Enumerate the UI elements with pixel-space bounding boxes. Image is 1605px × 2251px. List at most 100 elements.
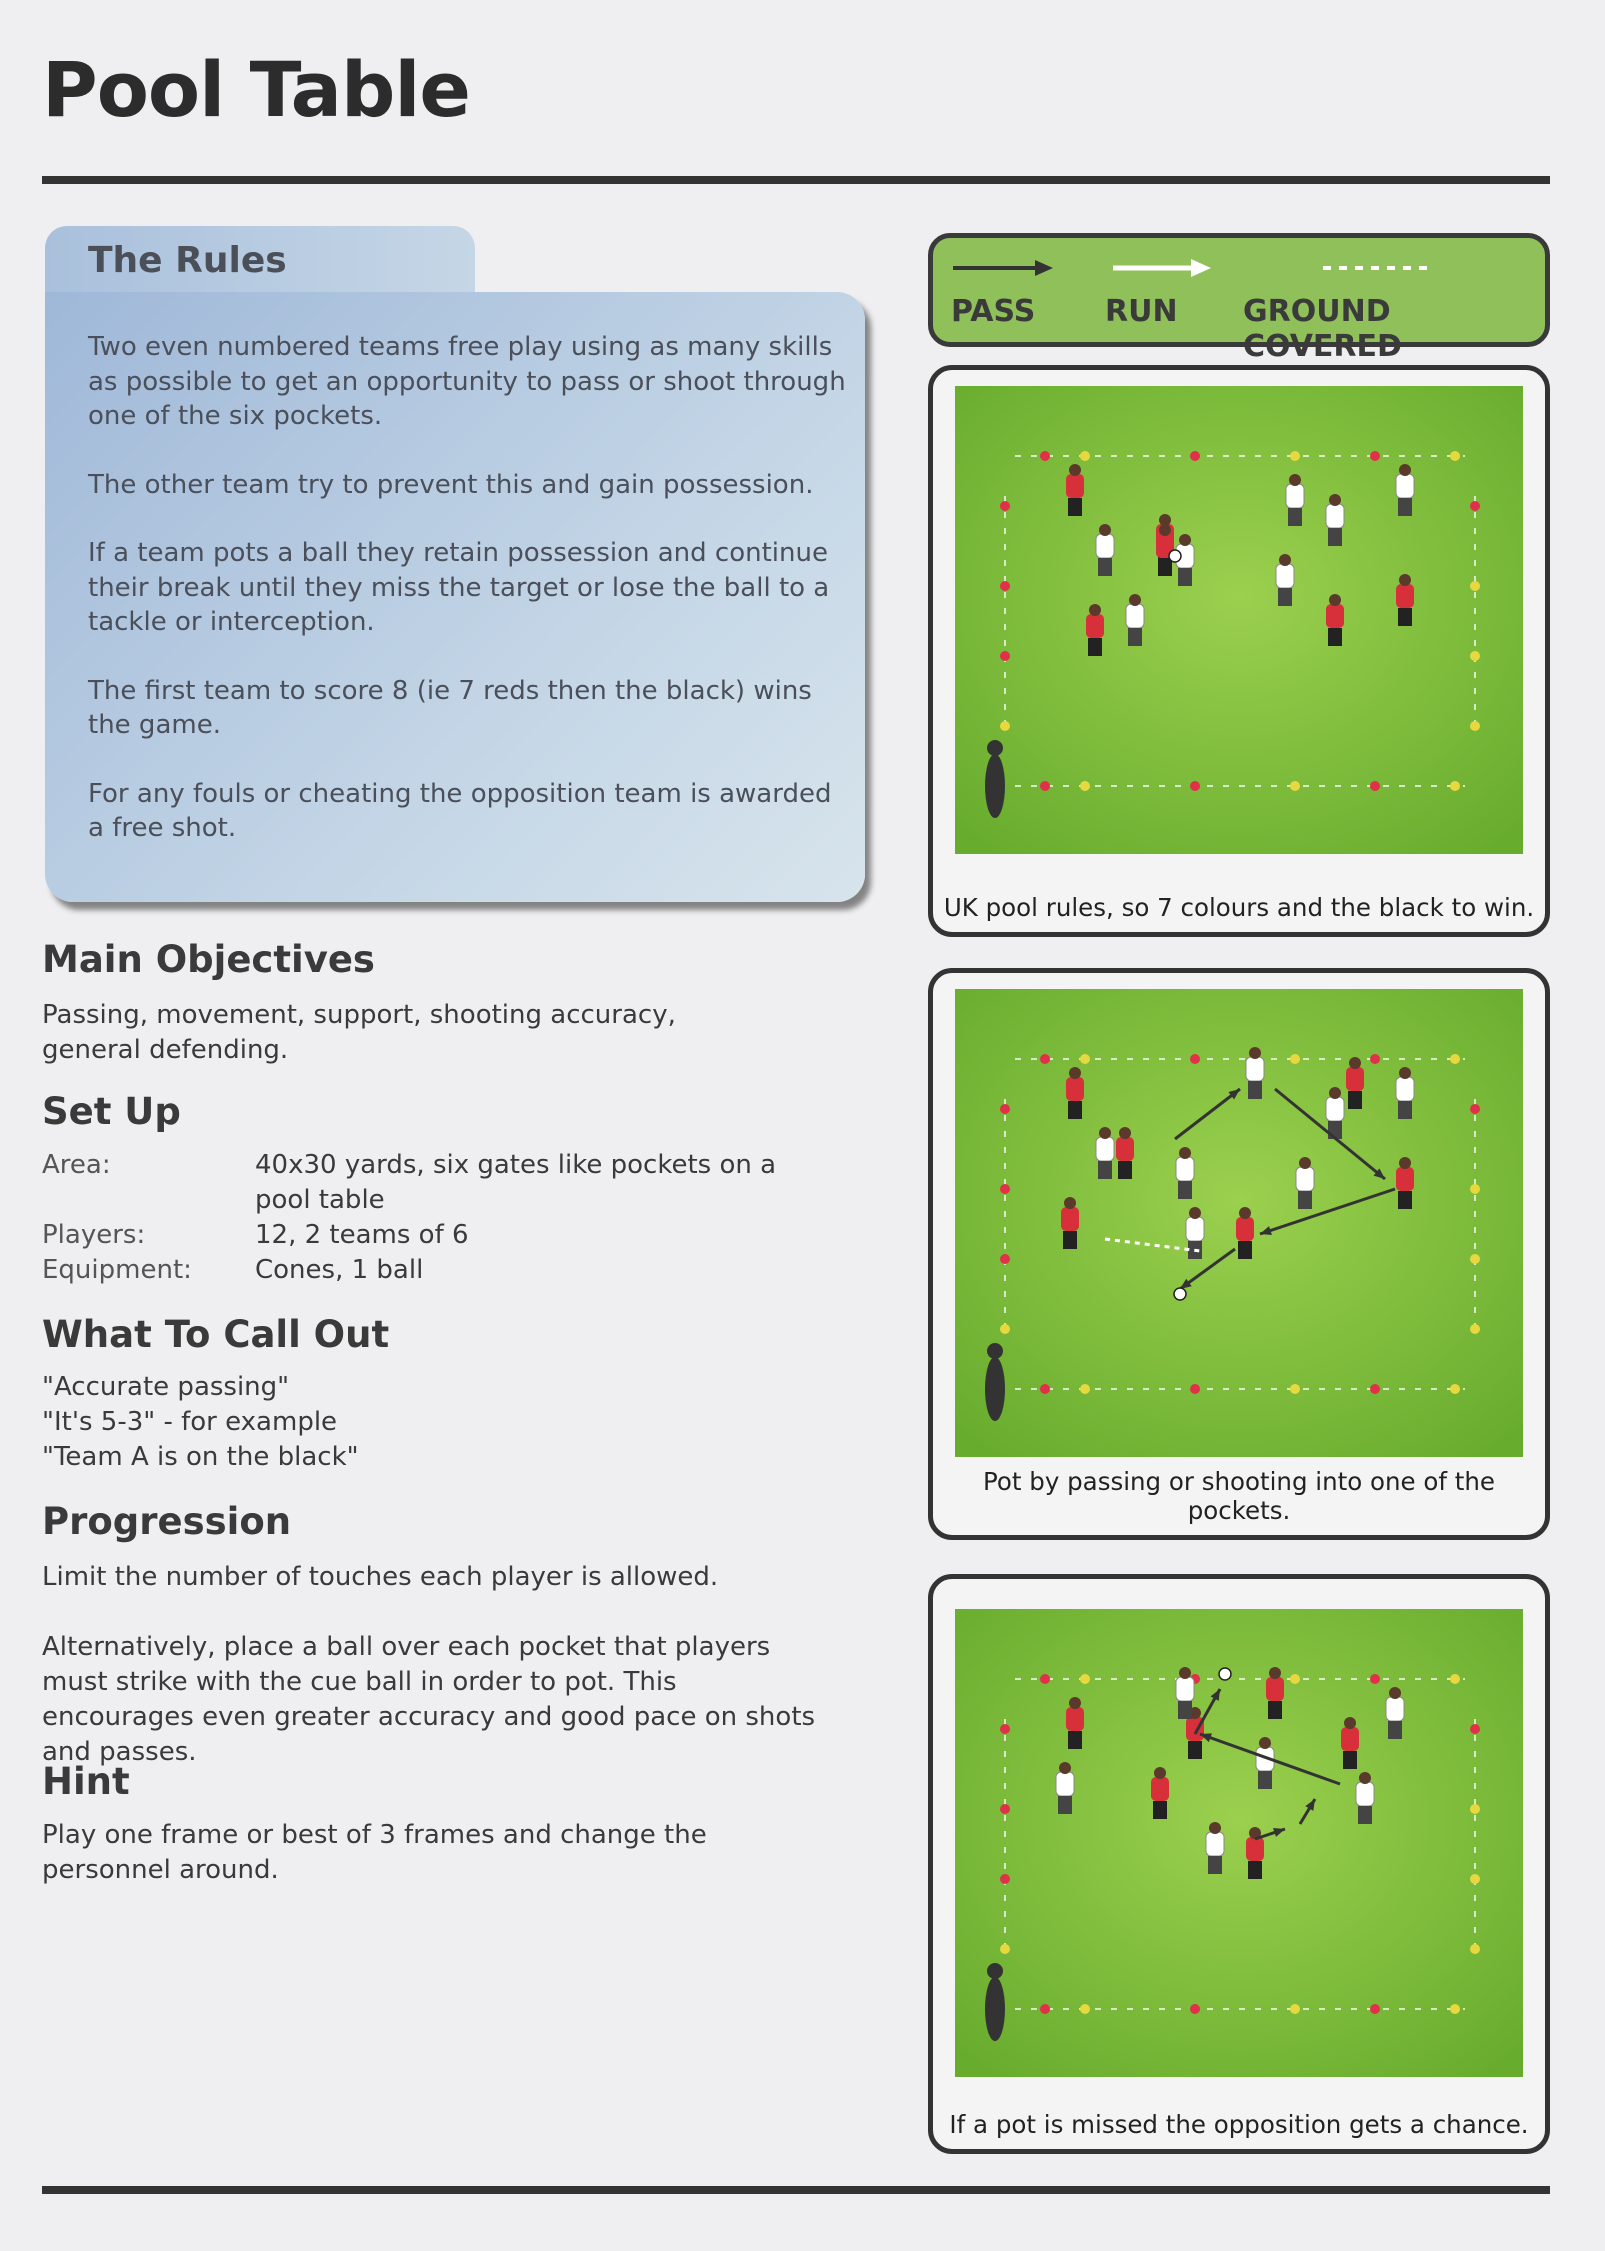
cone-icon: [1080, 2004, 1090, 2014]
pass-arrow-head: [1200, 1733, 1212, 1743]
player-head: [1344, 1717, 1356, 1729]
hint-heading: Hint: [42, 1760, 130, 1803]
player-legs: [1208, 1856, 1222, 1874]
player-legs: [1398, 608, 1412, 626]
player-legs: [1068, 498, 1082, 516]
player-legs: [1068, 1101, 1082, 1119]
pass-arrow-head: [1210, 1689, 1220, 1701]
player-legs: [1068, 1731, 1082, 1749]
player-head: [1069, 1067, 1081, 1079]
cone-icon: [1370, 1054, 1380, 1064]
player-head: [1349, 1057, 1361, 1069]
player-white-team: [1325, 1096, 1345, 1122]
cone-icon: [1450, 781, 1460, 791]
rules-paragraph: If a team pots a ball they retain posses…: [88, 538, 830, 637]
call-out-line: "Team A is on the black": [42, 1442, 359, 1472]
rules-paragraph: For any fouls or cheating the opposition…: [88, 778, 832, 844]
diagram-1: UK pool rules, so 7 colours and the blac…: [928, 365, 1550, 937]
cone-icon: [1470, 1324, 1480, 1334]
pitch-grass: [955, 1609, 1523, 2077]
cone-icon: [1000, 1874, 1010, 1884]
player-head: [1179, 534, 1191, 546]
player-white-team: [1095, 533, 1115, 559]
diagram-3: If a pot is missed the opposition gets a…: [928, 1574, 1550, 2154]
player-legs: [1278, 588, 1292, 606]
cone-icon: [1470, 501, 1480, 511]
player-legs: [1153, 1801, 1167, 1819]
player-head: [1279, 554, 1291, 566]
set-up-row-area: Area:40x30 yards, six gates like pockets…: [42, 1148, 842, 1218]
player-legs: [1398, 1101, 1412, 1119]
diagram-caption: If a pot is missed the opposition gets a…: [949, 2110, 1529, 2139]
cone-icon: [1000, 1184, 1010, 1194]
player-head: [1099, 1127, 1111, 1139]
diagram-2: Pot by passing or shooting into one of t…: [928, 968, 1550, 1540]
progression-heading: Progression: [42, 1500, 292, 1543]
player-legs: [1388, 1721, 1402, 1739]
cone-icon: [1190, 2004, 1200, 2014]
cone-icon: [1040, 1054, 1050, 1064]
progression-paragraph: Limit the number of touches each player …: [42, 1562, 719, 1592]
page-title: Pool Table: [42, 45, 471, 134]
player-white-team: [1385, 1696, 1405, 1722]
cone-icon: [1080, 781, 1090, 791]
player-legs: [1058, 1796, 1072, 1814]
coach-head: [987, 1343, 1003, 1359]
player-head: [1399, 574, 1411, 586]
cone-icon: [1450, 1674, 1460, 1684]
rules-panel: [45, 292, 865, 902]
set-up-value: 40x30 yards, six gates like pockets on a…: [255, 1150, 777, 1215]
cone-icon: [1000, 651, 1010, 661]
player-head: [1269, 1667, 1281, 1679]
player-legs: [1118, 1161, 1132, 1179]
player-red-team: [1066, 1707, 1084, 1731]
player-legs: [1098, 558, 1112, 576]
legend-symbols: [953, 259, 1433, 277]
cone-icon: [1080, 451, 1090, 461]
player-head: [1119, 1127, 1131, 1139]
player-legs: [1268, 1701, 1282, 1719]
player-legs: [1343, 1751, 1357, 1769]
cone-icon: [1450, 1384, 1460, 1394]
cone-icon: [1080, 1674, 1090, 1684]
set-up-label: Players:: [42, 1220, 146, 1250]
player-red-team: [1066, 474, 1084, 498]
player-head: [1069, 1697, 1081, 1709]
player-legs: [1178, 1701, 1192, 1719]
rules-text: Two even numbered teams free play using …: [88, 330, 848, 880]
player-white-team: [1325, 503, 1345, 529]
pass-arrow-head: [1228, 1089, 1240, 1100]
player-red-team: [1266, 1677, 1284, 1701]
cone-icon: [1040, 1384, 1050, 1394]
set-up-row-players: Players:12, 2 teams of 6: [42, 1218, 842, 1253]
cone-icon: [1190, 1384, 1200, 1394]
player-legs: [1248, 1081, 1262, 1099]
player-legs: [1178, 568, 1192, 586]
main-objectives-text: Passing, movement, support, shooting acc…: [42, 1000, 676, 1065]
player-legs: [1188, 1741, 1202, 1759]
player-white-team: [1295, 1166, 1315, 1192]
cone-icon: [1000, 1254, 1010, 1264]
coach-figure: [985, 1977, 1005, 2041]
player-white-team: [1175, 1156, 1195, 1182]
ball-icon: [1173, 1287, 1187, 1301]
pass-arrow: [1174, 1087, 1241, 1141]
player-red-team: [1066, 1077, 1084, 1101]
cone-icon: [1000, 1324, 1010, 1334]
cone-icon: [1190, 1054, 1200, 1064]
pass-arrow-head: [1305, 1799, 1315, 1811]
pitch-diagram: [955, 989, 1523, 1457]
set-up-row-equipment: Equipment:Cones, 1 ball: [42, 1253, 842, 1288]
player-white-team: [1285, 483, 1305, 509]
player-white-team: [1205, 1831, 1225, 1857]
diagram-caption: UK pool rules, so 7 colours and the blac…: [943, 893, 1535, 922]
player-head: [1179, 1667, 1191, 1679]
cone-icon: [1080, 1054, 1090, 1064]
main-objectives-heading: Main Objectives: [42, 938, 375, 981]
player-red-team: [1396, 1167, 1414, 1191]
cone-icon: [1470, 1874, 1480, 1884]
cone-icon: [1370, 781, 1380, 791]
player-head: [1179, 1147, 1191, 1159]
cone-icon: [1000, 501, 1010, 511]
cone-icon: [1470, 1804, 1480, 1814]
